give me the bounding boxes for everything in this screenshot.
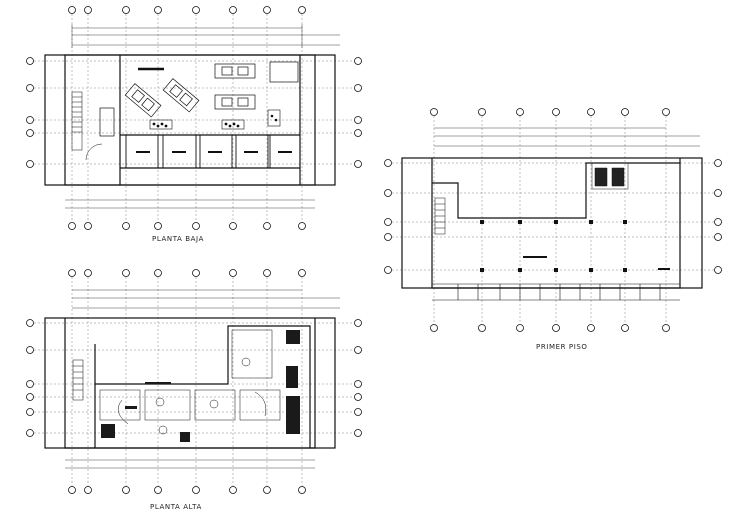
dimension-lines-top [72, 289, 340, 309]
planters [149, 109, 281, 130]
plan-first-floor [384, 108, 722, 332]
parking-cars [99, 61, 299, 137]
plan-ground-floor [26, 6, 362, 230]
apartments-furniture [99, 329, 281, 435]
label-ground-floor: PLANTA BAJA [152, 235, 204, 243]
grid-bubbles-bottom [430, 324, 670, 332]
grid-bubbles-right [354, 57, 362, 168]
balcony-rail [432, 283, 680, 301]
dimension-lines-top [71, 24, 340, 48]
stair-upper [72, 359, 84, 401]
plan-upper-floor [26, 269, 362, 494]
dimension-lines-bottom [65, 459, 315, 469]
grid-bubbles-left [26, 57, 34, 168]
dimension-lines-bottom [65, 199, 315, 209]
stair-and-core [434, 162, 629, 235]
grid-bubbles-top [68, 269, 306, 277]
grid-axis-lines [71, 277, 303, 486]
columns [480, 220, 670, 272]
grid-bubbles-bottom [68, 486, 306, 494]
building-outline [44, 317, 336, 449]
grid-bubbles-bottom [68, 222, 306, 230]
label-first-floor: PRIMER PISO [536, 343, 588, 351]
building-outline [401, 157, 703, 289]
grid-bubbles-left [384, 159, 392, 274]
dark-fills [101, 330, 300, 442]
staircase [71, 91, 103, 161]
grid-axis-lines [433, 116, 667, 322]
grid-bubbles-top [68, 6, 306, 14]
grid-axis-horizontal [392, 162, 714, 271]
grid-bubbles-top [430, 108, 670, 116]
dimension-lines-top [434, 127, 700, 147]
label-upper-floor: PLANTA ALTA [150, 503, 202, 511]
grid-bubbles-right [354, 319, 362, 437]
grid-axis-horizontal [34, 60, 354, 165]
shop-units [125, 134, 301, 169]
grid-bubbles-right [714, 159, 722, 274]
grid-bubbles-left [26, 319, 34, 437]
